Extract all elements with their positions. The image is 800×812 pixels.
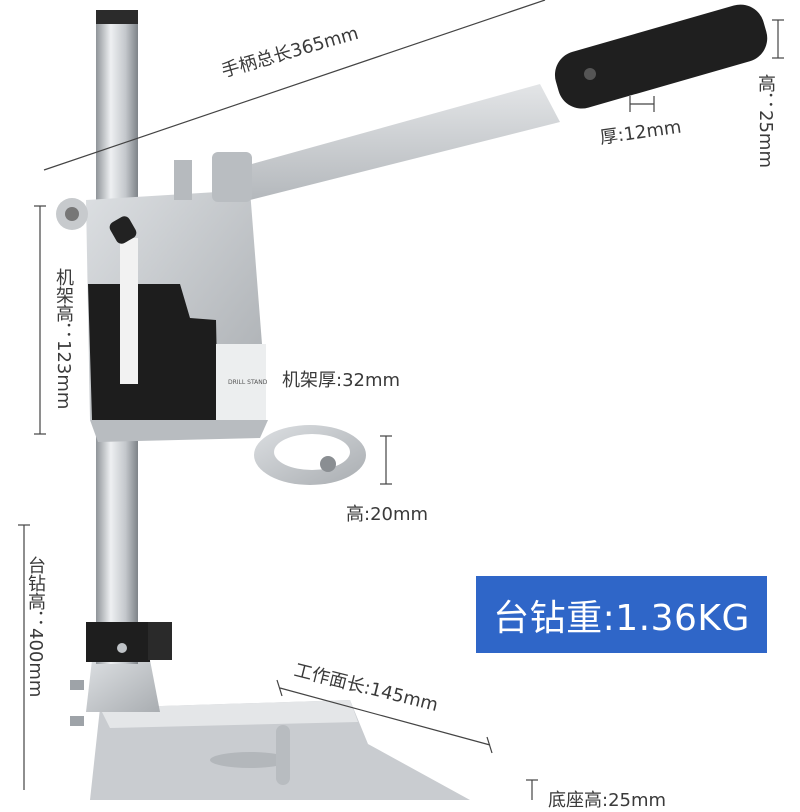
handle-arm: [230, 4, 768, 200]
dimension-lines: [18, 0, 784, 800]
handle-grip: [554, 4, 768, 109]
label-plate: [216, 344, 266, 420]
lower-collar: [70, 622, 172, 726]
clamp-ring: [90, 420, 366, 485]
weight-badge: 台钻重:1.36KG: [476, 576, 767, 653]
drill-height-label: 台钻高：400mm: [25, 556, 46, 698]
clamp-height-label: 高:20mm: [346, 504, 429, 525]
plate-text: DRILL STAND: [228, 379, 268, 386]
frame-height-label: 机架高：123mm: [53, 268, 74, 410]
base: [90, 700, 470, 800]
base-height-label: 底座高:25mm: [548, 790, 667, 811]
pole-foot: [86, 660, 160, 712]
frame-thickness-label: 机架厚:32mm: [282, 370, 401, 391]
depth-scale: [120, 238, 138, 384]
carriage: DRILL STAND: [56, 152, 268, 420]
handle-height-label: 高：25mm: [755, 74, 776, 168]
column-cap: [96, 10, 138, 24]
